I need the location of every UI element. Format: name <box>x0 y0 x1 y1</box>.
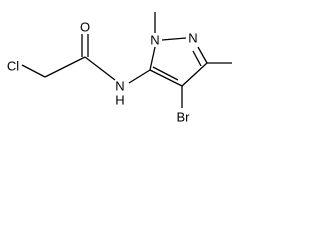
atom-labels: Cl O N H N N Br <box>7 20 198 125</box>
bonds <box>21 12 232 108</box>
bond-ch2-carbonyl <box>44 56 86 78</box>
bond-c4-c5-a <box>149 69 183 87</box>
atom-label-pyrazole-n1: N <box>150 33 159 48</box>
chemical-structure: Cl O N H N N Br <box>7 12 232 125</box>
bond-n2-c3-a <box>197 46 208 64</box>
bond-c3-c4 <box>181 62 208 87</box>
bond-n1-n2 <box>161 37 187 41</box>
bond-n2-c3-b <box>192 50 202 67</box>
atom-label-chlorine: Cl <box>7 59 19 74</box>
atom-label-oxygen: O <box>80 20 90 35</box>
bond-c5-n1 <box>149 46 156 71</box>
bond-amide-n-c5 <box>128 69 151 84</box>
atom-label-amide-hydrogen: H <box>115 93 124 108</box>
bond-cl-ch2 <box>21 64 46 78</box>
bond-carbonyl-amide-n <box>84 56 116 81</box>
atom-label-amide-nitrogen: N <box>115 79 124 94</box>
bond-c4-c5-b <box>152 66 179 81</box>
atom-label-pyrazole-n2: N <box>188 31 197 46</box>
atom-label-bromine: Br <box>177 110 191 125</box>
